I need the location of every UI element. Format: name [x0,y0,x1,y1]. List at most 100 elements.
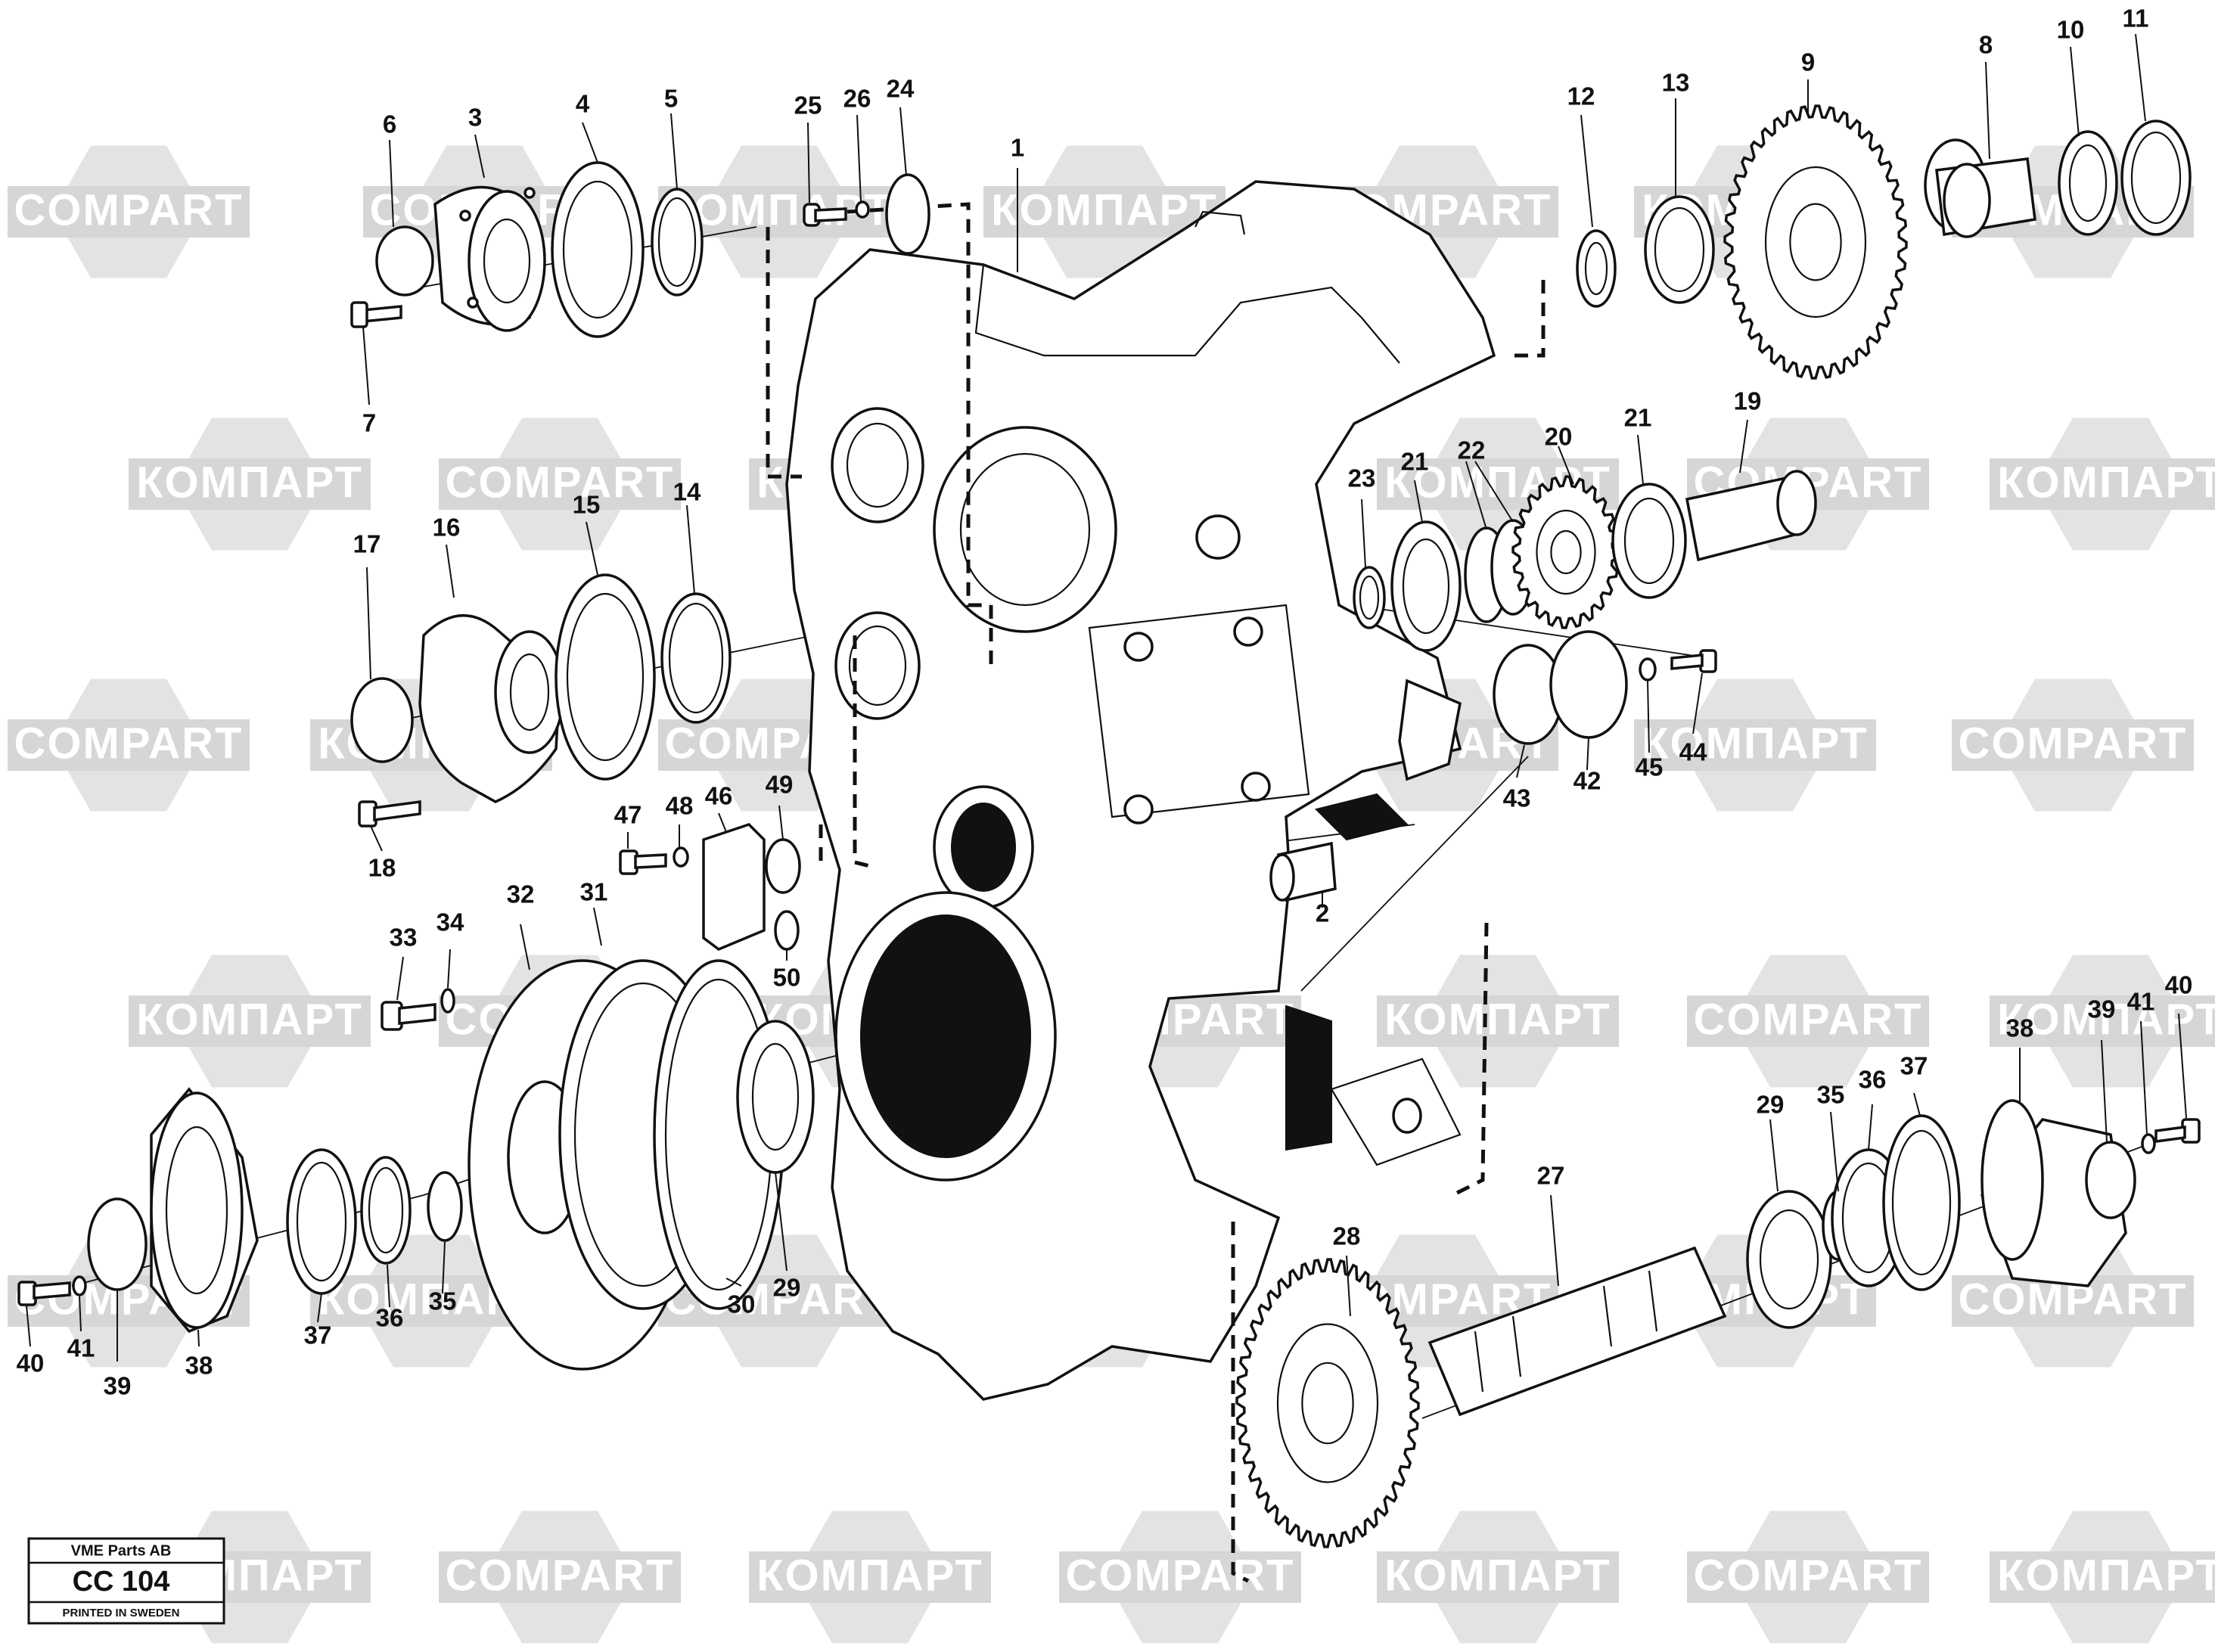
watermark-band [749,1551,991,1603]
watermark-tile: КОМПАРТ [1377,1511,1619,1644]
watermark-tile: КОМПАРТ [129,418,371,551]
callout-number: 41 [2127,988,2155,1016]
callout-number: 50 [773,964,801,992]
watermark-band [129,995,371,1047]
watermark-band [1687,1551,1929,1603]
callout-number: 38 [185,1352,213,1380]
callout-number: 28 [1333,1222,1361,1250]
watermark-tile: COMPART [439,418,681,551]
callout-number: 44 [1679,738,1707,766]
callout-number: 33 [390,924,418,952]
watermark-text: COMPART [1066,1551,1295,1600]
callout-number: 19 [1734,387,1762,415]
label-printed: PRINTED IN SWEDEN [62,1607,179,1619]
label-code: CC 104 [73,1566,170,1598]
callout-number: 25 [794,92,822,120]
gear-teeth [1511,475,1620,629]
callout-number: 26 [843,85,871,113]
dashed-boundaries [766,202,1546,1583]
callout-number: 29 [1757,1091,1785,1119]
callout-number: 18 [368,854,396,882]
watermark-band [1990,995,2215,1047]
callout-number: 31 [580,878,608,906]
watermark-tile: КОМПАРТ [310,1234,552,1368]
watermark-text: COMPART [446,1551,675,1600]
callout-number: 27 [1537,1162,1565,1190]
watermark-text: COMPART [1694,1551,1923,1600]
top-shaft-group [1576,104,2192,380]
watermark-band [1377,995,1619,1047]
callout-number: 39 [2088,995,2116,1023]
gear-hub [1276,1323,1379,1483]
watermark-tile: КОМПАРТ [1634,678,1876,812]
cover-16-group [350,573,732,828]
label-box: VME Parts AB CC 104 PRINTED IN SWEDEN [27,1537,225,1625]
callout-number: 43 [1503,784,1531,812]
gear-teeth [1723,104,1908,380]
watermark-band [1634,719,1876,771]
watermark-band [129,458,371,510]
callout-number: 48 [666,792,694,820]
callout-number: 40 [17,1349,45,1377]
watermark-text: КОМПАРТ [991,185,1218,234]
watermark-band [8,186,250,238]
callout-number: 24 [887,75,915,103]
callout-number: 7 [362,409,376,437]
watermark-band [1952,719,2194,771]
watermark-text: КОМПАРТ [1384,1551,1611,1600]
valve-block-46-group [619,822,801,951]
callout-number: 4 [576,90,590,118]
callout-number: 3 [468,104,482,132]
callout-number: 14 [673,478,701,506]
watermark-tile: COMPART [1952,678,2194,812]
watermark-text: КОМПАРТ [1997,458,2215,507]
watermark-tile: COMPART [439,1511,681,1644]
label-company: VME Parts AB [71,1542,172,1559]
callout-number: 47 [614,801,642,829]
watermark-band [1687,995,1929,1047]
watermark-band [1377,1551,1619,1603]
gear-hub [1764,166,1867,318]
callout-number: 16 [433,514,461,542]
callout-leaders [26,33,2187,1362]
watermark-text: КОМПАРТ [756,1551,983,1600]
callout-number: 23 [1348,464,1376,492]
watermark-tile: КОМПАРТ [749,1511,991,1644]
output-cover-32-group [17,959,815,1371]
callout-number: 34 [436,908,464,936]
watermark-tile: COMPART [8,678,250,812]
callout-number: 17 [353,530,381,558]
watermark-band [1990,458,2215,510]
watermark-tile: КОМПАРТ [1990,1511,2215,1644]
callout-number: 1 [1011,134,1024,162]
watermark-band [1059,1551,1301,1603]
watermark-text: КОМПАРТ [1642,719,1869,768]
gearbox-housing [785,180,1496,1401]
watermark-text: COMPART [1959,719,2188,768]
callout-number: 35 [1817,1081,1845,1109]
gear-hub [1536,509,1596,595]
callout-number: 13 [1662,69,1690,97]
watermark-tile: КОМПАРТ [1377,955,1619,1088]
callout-number: 21 [1401,448,1429,476]
watermark-tile: COMPART [1059,1511,1301,1644]
gear-28 [1235,1258,1420,1548]
callout-number: 21 [1624,404,1652,432]
callout-number: 15 [573,491,601,519]
watermark-text: КОМПАРТ [1997,1551,2215,1600]
cover-42-group [1493,630,1717,745]
callout-number: 22 [1458,436,1486,464]
callout-number: 46 [705,782,733,810]
callout-number: 11 [2123,5,2149,33]
gear-teeth [1235,1258,1420,1548]
callout-number: 30 [728,1290,756,1318]
gear-bore [1301,1362,1354,1445]
watermark-tile: COMPART [1687,1511,1929,1644]
callout-number: 37 [304,1321,332,1349]
callout-number: 6 [383,110,396,138]
callout-number: 9 [1801,48,1815,76]
watermark-tile: КОМПАРТ [983,145,1226,278]
callout-number: 29 [773,1274,801,1302]
